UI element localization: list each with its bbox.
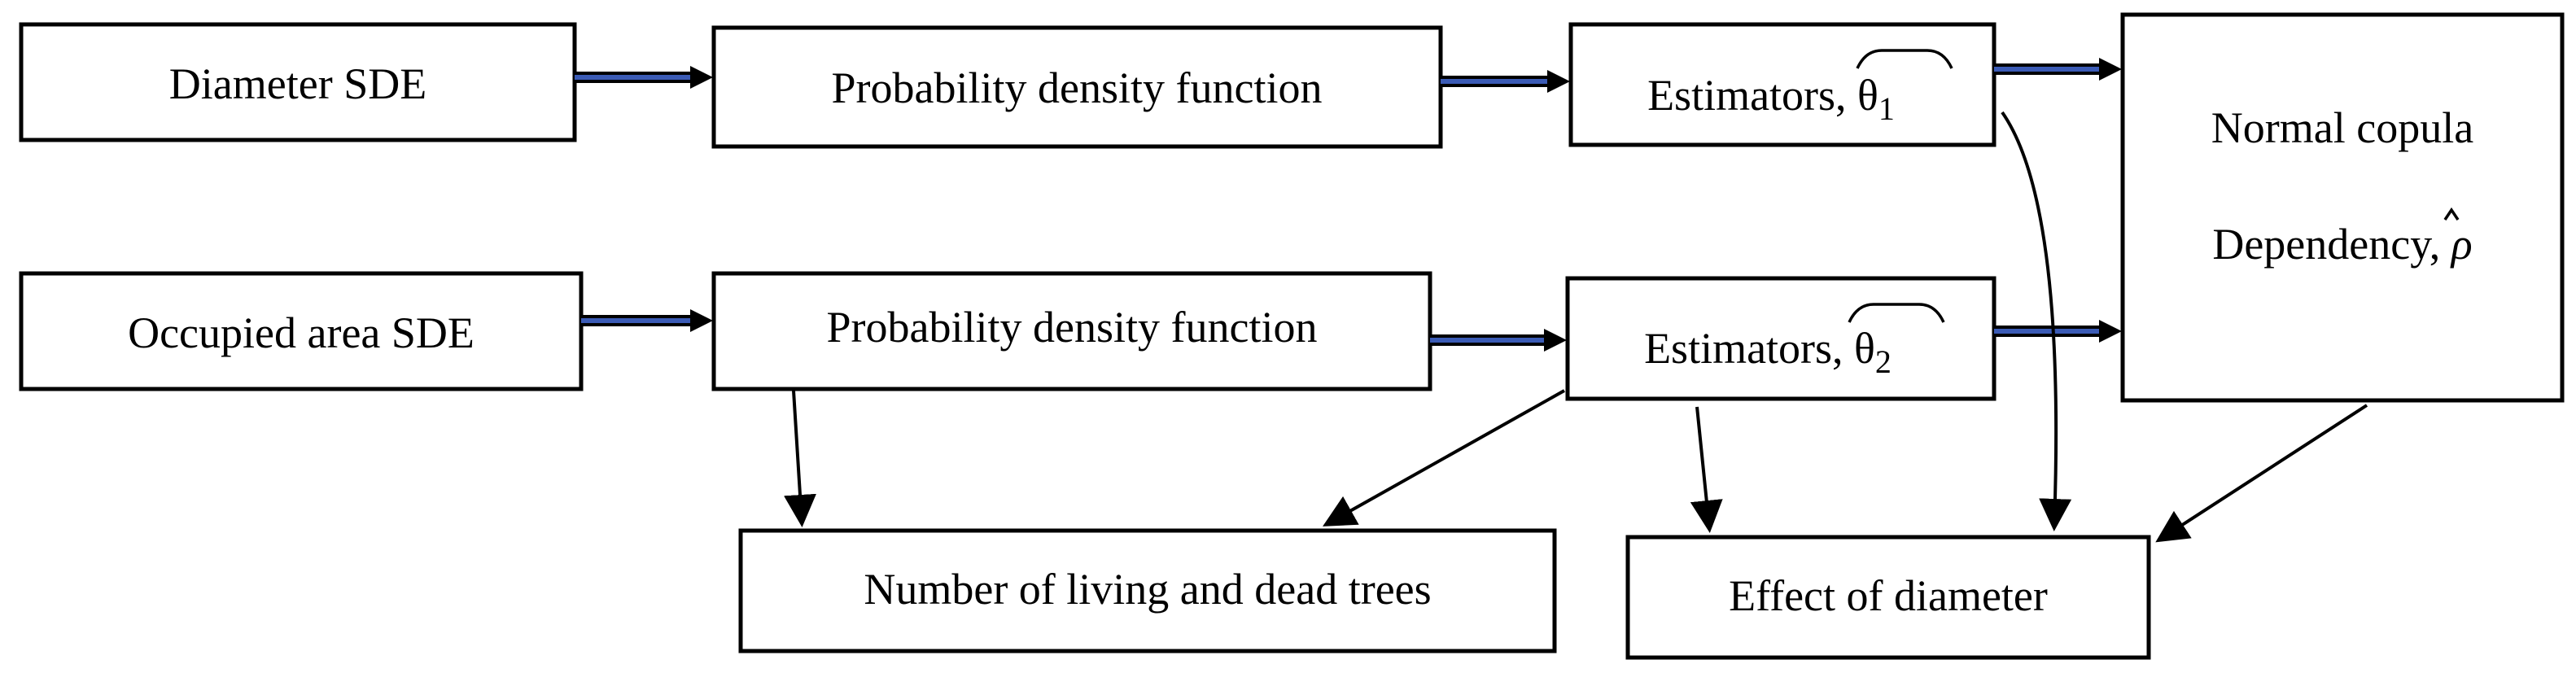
arrow-est2-to-effect <box>1690 406 1723 533</box>
diameter-sde-label: Diameter SDE <box>169 59 426 108</box>
theta-2-hat <box>1848 303 1945 323</box>
double-arrow-1 <box>575 66 713 89</box>
estimators-1-label: Estimators, θ1 <box>1647 71 1895 127</box>
dependency-prefix: Dependency, <box>2212 220 2451 269</box>
theta-1-symbol: θ <box>1857 71 1878 120</box>
box-effect-of-diameter: Effect of diameter <box>1625 535 2151 660</box>
theta-1-hat <box>1856 49 1953 69</box>
double-arrow-4 <box>581 309 713 332</box>
pdf-2-label: Probability density function <box>827 303 1318 352</box>
theta-1-subscript: 1 <box>1878 90 1895 127</box>
double-arrow-3 <box>1994 58 2122 81</box>
theta-2-subscript: 2 <box>1875 343 1892 380</box>
copula-line1: Normal copula <box>2211 103 2473 152</box>
box-pdf-2: Probability density function <box>711 271 1432 391</box>
box-estimators-2: Estimators, θ2 <box>1565 276 1997 401</box>
copula-line2: Dependency, ρ <box>2212 220 2472 269</box>
double-arrow-6 <box>1994 320 2122 343</box>
theta-2-symbol: θ <box>1854 324 1875 373</box>
double-arrow-5 <box>1430 329 1567 352</box>
arrow-copula-to-effect <box>2155 404 2368 543</box>
arrow-pdf2-to-living-dead <box>784 390 816 527</box>
pdf-1-label: Probability density function <box>832 63 1323 112</box>
double-arrow-2 <box>1441 70 1570 93</box>
estimators-2-label: Estimators, θ2 <box>1644 324 1892 380</box>
box-pdf-1: Probability density function <box>711 25 1443 149</box>
estimators-2-prefix: Estimators, <box>1644 324 1854 373</box>
box-diameter-sde: Diameter SDE <box>19 22 577 142</box>
living-dead-label: Number of living and dead trees <box>864 565 1431 614</box>
occupied-sde-label: Occupied area SDE <box>128 308 475 357</box>
estimators-1-prefix: Estimators, <box>1647 71 1857 120</box>
rho-symbol: ρ <box>2450 220 2473 269</box>
box-living-dead-trees: Number of living and dead trees <box>738 528 1557 653</box>
arrow-est1-to-effect <box>2001 111 2072 531</box>
rho-hat <box>2443 207 2460 221</box>
arrow-est2-to-living-dead <box>1323 389 1565 527</box>
box-normal-copula: Normal copula Dependency, ρ <box>2120 12 2565 403</box>
box-occupied-area-sde: Occupied area SDE <box>19 271 584 391</box>
effect-diameter-label: Effect of diameter <box>1729 571 2048 620</box>
box-estimators-1: Estimators, θ1 <box>1568 22 1997 147</box>
